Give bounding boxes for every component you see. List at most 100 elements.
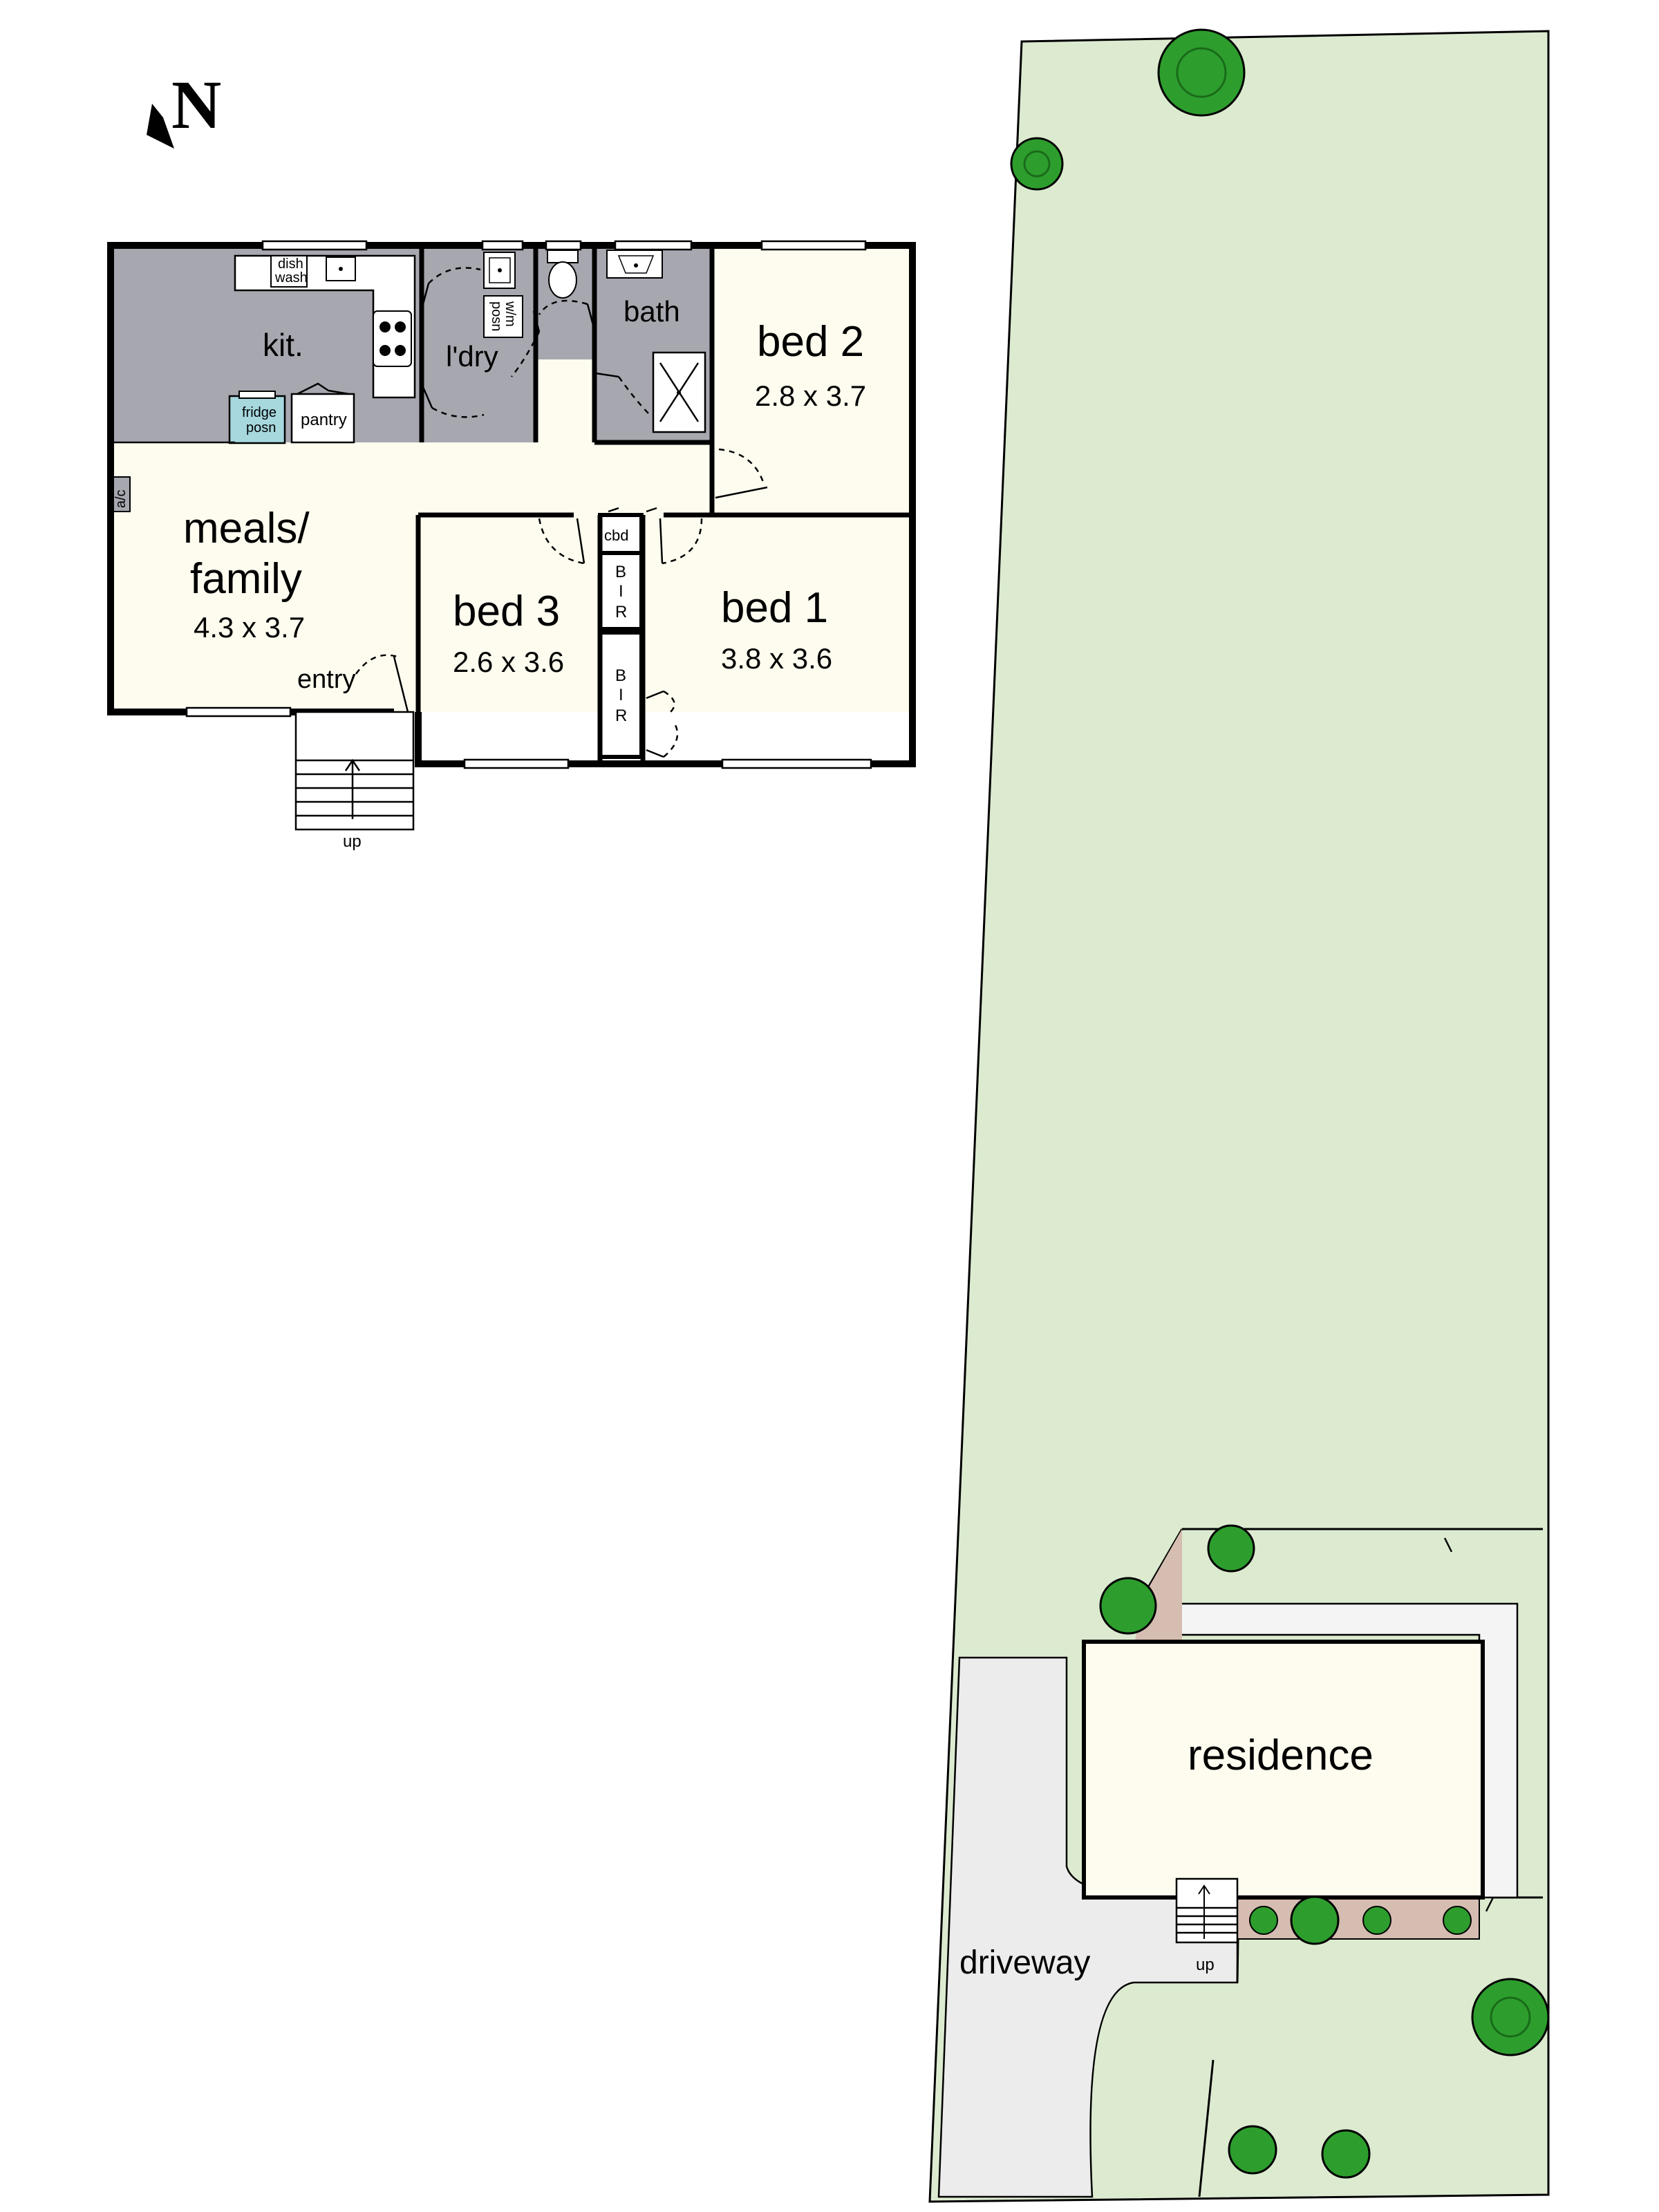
interior-walls <box>415 245 912 764</box>
gate <box>1443 1537 1494 1912</box>
driveway-label: driveway <box>959 1944 1090 1981</box>
bed1-label: bed 1 <box>721 584 828 632</box>
tree-icon <box>1207 1524 1255 1573</box>
door <box>595 372 619 378</box>
burner-icon <box>395 345 406 356</box>
door-swing <box>662 518 703 565</box>
tree-icon <box>1099 1577 1157 1635</box>
laundry-label: l'dry <box>446 340 498 373</box>
shrub-icon <box>1290 1895 1340 1945</box>
tree-icon <box>1157 28 1246 117</box>
stairs-up-arrow-icon <box>1198 1884 1210 1939</box>
cbd-label: cbd <box>604 527 628 544</box>
stairs-up-label: up <box>343 832 362 851</box>
doors <box>355 267 768 758</box>
burner-icon <box>379 345 391 356</box>
door-swing <box>538 518 585 565</box>
residence-stairs-up-label: up <box>1196 1956 1215 1974</box>
door <box>646 690 664 758</box>
tree-icon <box>1023 150 1051 178</box>
door-swing <box>431 406 485 418</box>
bed2-dims: 2.8 x 3.7 <box>755 379 866 412</box>
residence <box>1082 1640 1485 1900</box>
burner-icon <box>379 321 391 332</box>
bir-bed3-r: R <box>615 603 627 621</box>
tree-icon <box>1228 2125 1277 2175</box>
basin-drain-icon <box>634 263 638 268</box>
sink-drain-icon <box>339 267 343 271</box>
ac-label: a/c <box>113 489 129 508</box>
shower-drain-icon <box>677 391 681 395</box>
window <box>185 706 292 718</box>
tree-icon <box>1010 137 1064 191</box>
north-arrow-icon <box>147 104 174 149</box>
window <box>545 240 582 251</box>
pantry-label: pantry <box>301 411 347 429</box>
meals-label-1: meals/ <box>183 505 310 552</box>
toilet-icon <box>548 261 577 299</box>
door <box>422 386 433 409</box>
stairs-up-arrow-icon <box>344 758 361 819</box>
door <box>715 486 768 499</box>
pantry-door <box>297 382 350 395</box>
tree-icon <box>1490 1996 1531 2038</box>
tree-icon <box>1471 1978 1550 2056</box>
burner-icon <box>395 321 406 332</box>
door <box>422 283 430 305</box>
dishwasher-label-1: dish <box>278 256 303 272</box>
floor-plan: dish wash fridge posn pantry w/m posn <box>107 240 916 851</box>
wm-label-1: w/m <box>503 301 518 327</box>
toilet-cistern-icon <box>547 250 579 263</box>
windows <box>185 240 872 769</box>
entry-door <box>393 656 409 713</box>
residence-landing <box>1175 1877 1239 1944</box>
window <box>463 758 570 769</box>
cooktop-icon <box>373 310 412 367</box>
entry-door-swing <box>355 654 398 675</box>
residence-steps: up <box>1175 1877 1239 1974</box>
site-plan: driveway residence up <box>928 28 1550 2203</box>
stair-treads <box>1177 1906 1237 1934</box>
door <box>608 507 657 513</box>
bir-bed1-i: I <box>619 686 624 704</box>
bed3-label: bed 3 <box>453 588 560 635</box>
pantry <box>290 393 355 444</box>
window <box>261 240 368 251</box>
north-arrow: N <box>147 66 221 149</box>
dishwasher-label-2: wash <box>274 270 308 285</box>
shrub-icon <box>1443 1906 1472 1935</box>
tree-icon <box>1176 47 1227 98</box>
washing-machine-position <box>483 295 523 338</box>
meals-label-2: family <box>190 555 302 603</box>
tub-drain-icon <box>498 268 502 272</box>
front-steps: up <box>294 711 415 851</box>
trees <box>1010 28 1550 2179</box>
driveway <box>937 1656 1239 2198</box>
laundry-area <box>422 245 536 442</box>
bed2-label: bed 2 <box>757 318 864 366</box>
stair-treads <box>296 759 413 817</box>
door <box>532 310 541 332</box>
landing <box>294 711 415 831</box>
shrub-icon <box>1362 1906 1391 1935</box>
residence-label: residence <box>1188 1732 1374 1779</box>
window <box>481 240 524 251</box>
entry-label: entry <box>297 665 355 694</box>
door-swing <box>617 376 650 415</box>
fridge-label-2: posn <box>246 420 276 435</box>
tree-icon <box>1321 2129 1371 2179</box>
kitchen-label: kit. <box>263 327 303 363</box>
shrub-icon <box>1249 1906 1278 1935</box>
bir-bed1-r: R <box>615 706 627 725</box>
door-swing <box>718 448 765 485</box>
meals-dims: 4.3 x 3.7 <box>194 611 305 644</box>
bir-bed3-i: I <box>619 582 624 601</box>
door <box>586 303 594 326</box>
fridge-label-1: fridge <box>242 405 276 420</box>
fridge-top-icon <box>238 391 276 399</box>
bed1-dims: 3.8 x 3.6 <box>721 642 832 675</box>
door-swing <box>663 690 679 758</box>
bir-bed3-b: B <box>615 563 626 581</box>
door <box>659 518 664 564</box>
